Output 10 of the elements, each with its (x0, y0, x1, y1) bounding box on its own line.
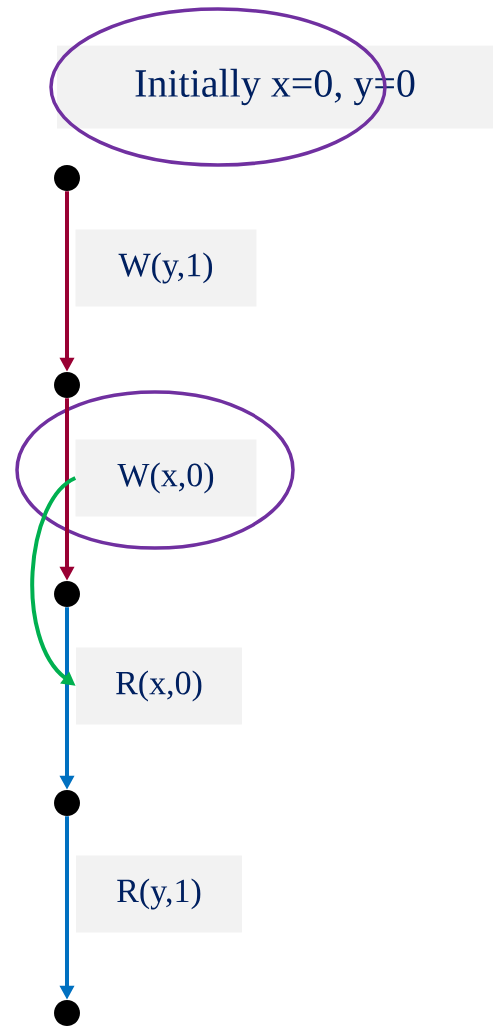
dot (54, 165, 80, 191)
dot (54, 790, 80, 816)
curved-arrow (30, 476, 77, 686)
dot (54, 1000, 80, 1026)
dot (54, 372, 80, 398)
label-box: R(y,1) (76, 855, 242, 933)
label-box: W(y,1) (75, 229, 257, 307)
label-box: W(x,0) (75, 439, 257, 517)
label-box: R(x,0) (76, 647, 242, 725)
dot (54, 581, 80, 607)
